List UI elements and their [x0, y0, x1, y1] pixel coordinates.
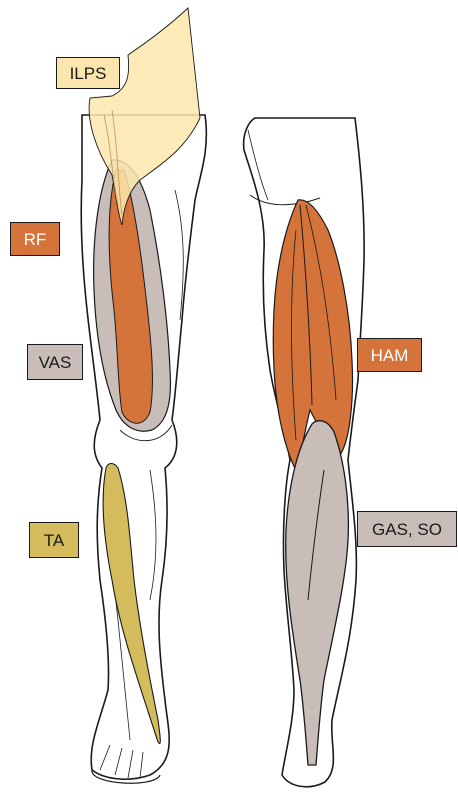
ilps-label: ILPS — [56, 57, 120, 89]
back-leg — [244, 118, 365, 787]
ta-label: TA — [29, 522, 79, 558]
gas-so-label-text: GAS, SO — [372, 521, 442, 538]
rf-label-text: RF — [24, 231, 47, 248]
gas-so-label: GAS, SO — [357, 511, 457, 547]
ta-label-text: TA — [44, 532, 64, 549]
front-leg — [81, 8, 206, 783]
rf-label: RF — [10, 222, 60, 256]
vas-label-text: VAS — [39, 354, 72, 371]
ham-label-text: HAM — [371, 347, 409, 364]
ilps-label-text: ILPS — [70, 65, 107, 82]
vas-label: VAS — [27, 344, 83, 380]
ham-label: HAM — [357, 338, 422, 372]
